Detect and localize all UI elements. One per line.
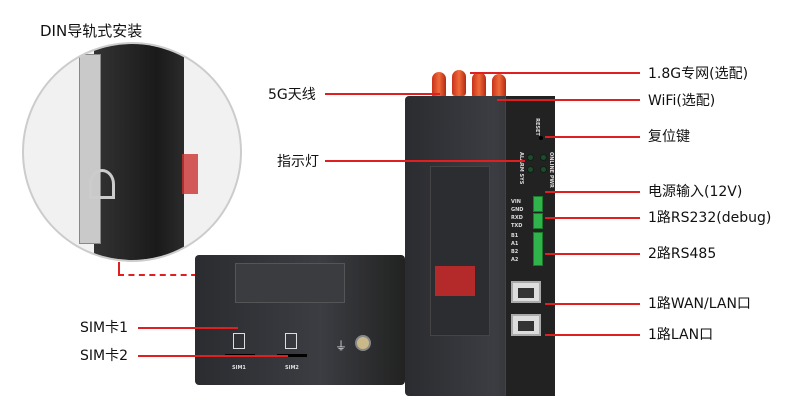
led-indicator [527,166,534,173]
antenna [492,74,506,100]
terminal-print: RXD [511,215,523,221]
sim2-print: SIM2 [285,365,299,371]
reset-button[interactable] [539,136,543,140]
device-side-closeup [94,44,184,260]
inset-dashed-line [118,274,218,276]
callout-reset: 复位键 [648,129,690,145]
led-indicator [540,154,547,161]
callout-line [545,136,640,138]
callout-line [545,253,640,255]
ground-screw [355,335,371,351]
led-indicator [540,166,547,173]
terminal-print: TXD [511,223,523,229]
callout-line [325,160,525,162]
sim1-print: SIM1 [232,365,246,371]
callout-line [470,72,640,74]
wan-lan-port[interactable] [511,281,541,303]
callout-rs485: 2路RS485 [648,246,717,262]
terminal-print: A2 [511,257,519,263]
callout-power: 电源输入(12V) [648,184,743,200]
sim1-icon [233,333,245,349]
callout-wifi: WiFi(选配) [648,93,716,109]
product-label [235,263,345,303]
lan-port[interactable] [511,314,541,336]
callout-line [138,355,288,357]
inset-title: DIN导轨式安装 [40,22,143,40]
callout-sim2: SIM卡2 [80,348,129,364]
reset-print: RESET [533,118,540,136]
online-pwr-print: ONLINE PWR [548,152,554,188]
callout-sim1: SIM卡1 [80,320,129,336]
alarm-sys-print: ALARM SYS [518,152,524,185]
router-front: SIM1 SIM2 ⏚ [195,255,405,385]
router-side-panel [505,96,555,396]
callout-line [497,99,640,101]
din-rail [79,54,101,244]
callout-5g-antenna: 5G天线 [268,87,316,103]
callout-private-net: 1.8G专网(选配) [648,66,749,82]
callout-rs232: 1路RS232(debug) [648,210,772,226]
product-label [430,166,490,336]
callout-line [545,217,640,219]
sim2-slot[interactable] [277,354,307,357]
callout-indicator: 指示灯 [277,154,319,170]
din-clip [89,169,115,199]
callout-line [545,191,640,193]
power-terminal[interactable] [533,196,543,212]
inset-dashed-line [118,262,120,274]
qr-sticker [435,266,475,296]
led-indicator [527,154,534,161]
callout-line [545,303,640,305]
antenna [452,70,466,96]
ground-icon: ⏚ [335,339,348,353]
terminal-print: B1 [511,233,519,239]
terminal-print: B2 [511,249,519,255]
sim2-icon [285,333,297,349]
callout-line [138,327,238,329]
callout-wan-lan: 1路WAN/LAN口 [648,296,751,312]
terminal-print: A1 [511,241,519,247]
callout-line [545,334,640,336]
terminal-print: GND [511,207,524,213]
antenna [472,72,486,98]
antenna [432,72,446,98]
rs485-terminal[interactable] [533,232,543,266]
rs232-terminal[interactable] [533,213,543,229]
router-body: RESET ALARM SYS ONLINE PWR VIN GND RXD T… [405,96,555,396]
terminal-print: VIN [511,199,521,205]
din-rail-inset [22,42,242,262]
callout-line [325,93,440,95]
label-sticker [182,154,198,194]
callout-lan: 1路LAN口 [648,327,714,343]
